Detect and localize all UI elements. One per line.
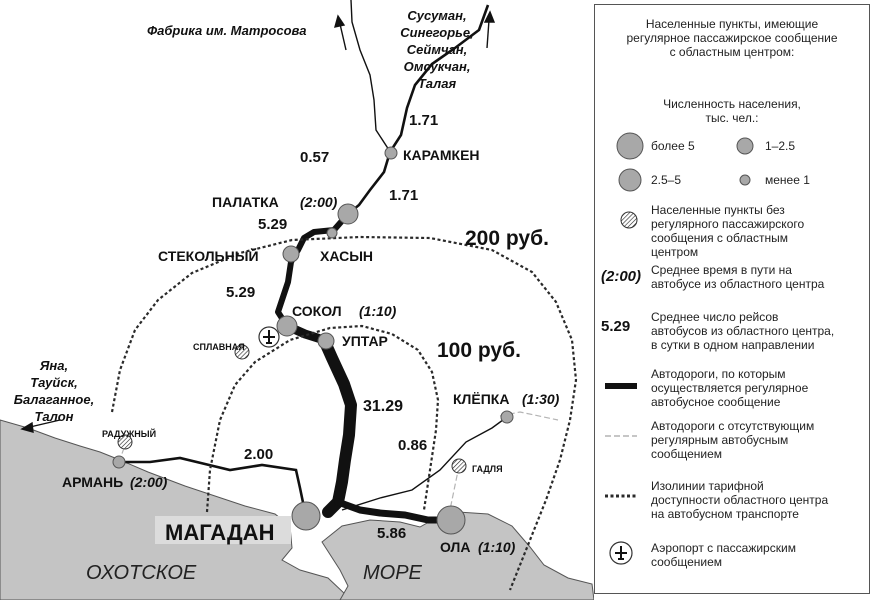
direction-arrows xyxy=(20,10,496,433)
arrow-north-towns-icon xyxy=(483,10,496,23)
label-uptar: УПТАР xyxy=(342,333,388,349)
legend-time-text: Среднее время в пути на автобусе из обла… xyxy=(651,263,825,291)
node-ola xyxy=(436,505,466,535)
node-splavnaya xyxy=(234,344,250,360)
magadan-label: МАГАДАН xyxy=(165,520,274,545)
label-khasyn: ХАСЫН xyxy=(320,248,373,264)
peninsula-land xyxy=(321,511,594,600)
arrow-north-factory-icon xyxy=(334,14,346,28)
label-sokol-time: (1:10) xyxy=(359,303,397,319)
svg-text:Балаганное,: Балаганное, xyxy=(14,392,94,407)
thin-roads xyxy=(341,0,508,511)
node-karamken xyxy=(384,146,398,160)
legend-isoline-text: Изолинии тарифной доступности областного… xyxy=(651,479,829,521)
svg-text:Яна,: Яна, xyxy=(39,358,68,373)
label-klepka: КЛЁПКА xyxy=(453,391,509,407)
isoline-100 xyxy=(205,324,440,513)
legend-population-title: Численность населения, тыс. чел.: xyxy=(663,97,801,125)
no-service-settlements xyxy=(117,344,467,474)
label-splavnaya: СПЛАВНАЯ xyxy=(193,342,245,352)
count-factory: 0.57 xyxy=(300,149,329,166)
node-gadlya xyxy=(451,458,467,474)
route-counts: 1.71 1.71 0.57 5.29 5.29 31.29 2.00 0.86… xyxy=(226,112,438,542)
sea-name-right: МОРЕ xyxy=(363,562,423,584)
count-sokol: 5.29 xyxy=(226,284,255,301)
label-karamken: КАРАМКЕН xyxy=(403,147,480,163)
label-gadlya: ГАДЛЯ xyxy=(472,464,503,474)
node-palatka xyxy=(337,203,359,225)
legend-size-medium-large xyxy=(618,168,642,192)
magadan-label-box xyxy=(155,516,291,544)
label-arman-time: (2:00) xyxy=(130,474,168,490)
sea-name-left: ОХОТСКОЕ xyxy=(86,562,197,584)
label-north-towns: Сусуман, Синегорье, Сеймчан, Омсукчан, Т… xyxy=(400,8,473,91)
legend-symbols xyxy=(605,132,754,565)
legend-no-service-text: Населенные пункты без регулярного пассаж… xyxy=(651,203,805,259)
label-palatka-time: (2:00) xyxy=(300,194,338,210)
node-stekolny xyxy=(282,245,300,263)
medium-roads xyxy=(119,4,490,513)
label-klepka-time: (1:30) xyxy=(522,391,560,407)
svg-text:Талон: Талон xyxy=(34,409,73,424)
count-palatka: 5.29 xyxy=(258,216,287,233)
label-factory: Фабрика им. Матросова xyxy=(147,23,306,38)
legend-trips-text: Среднее число рейсов автобусов из област… xyxy=(651,310,835,352)
arrow-west-icon xyxy=(20,421,34,433)
coast-land xyxy=(0,419,346,600)
legend-regular-roads-text: Автодороги, по которым осуществляется ре… xyxy=(651,367,809,409)
airport-icon xyxy=(258,326,280,348)
count-klepka: 0.86 xyxy=(398,437,427,454)
settlement-labels: КАРАМКЕН ПАЛАТКА (2:00) СТЕКОЛЬНЫЙ ХАСЫН… xyxy=(62,147,560,555)
svg-text:Сусуман,: Сусуман, xyxy=(407,8,466,23)
svg-text:Синегорье,: Синегорье, xyxy=(400,25,473,40)
legend-size-label-medium-small: 1–2.5 xyxy=(765,139,796,153)
label-sokol: СОКОЛ xyxy=(292,303,342,319)
isoline-200 xyxy=(110,235,578,591)
count-uptar-magadan: 31.29 xyxy=(363,398,403,415)
legend-other-roads-text: Автодороги с отсутствующим регулярным ав… xyxy=(651,419,815,461)
label-palatka: ПАЛАТКА xyxy=(212,194,279,210)
legend-size-label-medium-large: 2.5–5 xyxy=(651,173,682,187)
node-sokol xyxy=(276,315,298,337)
label-ola: ОЛА xyxy=(440,539,470,555)
legend-airport-text: Аэропорт с пассажирским сообщением xyxy=(651,541,796,569)
label-raduzhny: РАДУЖНЫЙ xyxy=(102,428,156,439)
svg-text:Тауйск,: Тауйск, xyxy=(30,375,78,390)
isoline-100-label: 100 руб. xyxy=(437,339,521,362)
legend-trips-symbol: 5.29 xyxy=(601,318,631,335)
label-west-towns: Яна, Тауйск, Балаганное, Талон xyxy=(14,358,94,424)
legend-airport-icon xyxy=(609,541,633,565)
legend-size-large xyxy=(616,132,644,160)
node-klepka xyxy=(500,410,514,424)
legend-size-label-small: менее 1 xyxy=(765,173,810,187)
count-ola: 5.86 xyxy=(377,525,406,542)
svg-text:Сеймчан,: Сеймчан, xyxy=(407,42,467,57)
legend-time-symbol: (2:00) xyxy=(601,268,642,285)
svg-text:Омсукчан,: Омсукчан, xyxy=(404,59,471,74)
count-north-upper: 1.71 xyxy=(409,112,438,129)
svg-text:Талая: Талая xyxy=(418,76,457,91)
label-arman: АРМАНЬ xyxy=(62,474,123,490)
isoline-200-label: 200 руб. xyxy=(465,227,549,250)
legend-title: Населенные пункты, имеющие регулярное па… xyxy=(626,17,838,59)
legend: Населенные пункты, имеющие регулярное па… xyxy=(594,4,870,594)
legend-no-service-icon xyxy=(620,211,638,229)
node-khasyn xyxy=(326,227,338,239)
count-arman: 2.00 xyxy=(244,446,273,463)
settlements xyxy=(112,146,514,535)
label-stekolny: СТЕКОЛЬНЫЙ xyxy=(158,247,259,264)
count-north-lower: 1.71 xyxy=(389,187,418,204)
legend-size-small xyxy=(739,174,751,186)
legend-size-label-large: более 5 xyxy=(651,139,695,153)
label-ola-time: (1:10) xyxy=(478,539,516,555)
map-canvas: ОХОТСКОЕ МОРЕ xyxy=(0,0,594,600)
node-uptar xyxy=(317,332,335,350)
legend-size-medium-small xyxy=(736,137,754,155)
node-raduzhny xyxy=(117,434,133,450)
node-magadan xyxy=(291,501,321,531)
node-arman xyxy=(112,455,126,469)
